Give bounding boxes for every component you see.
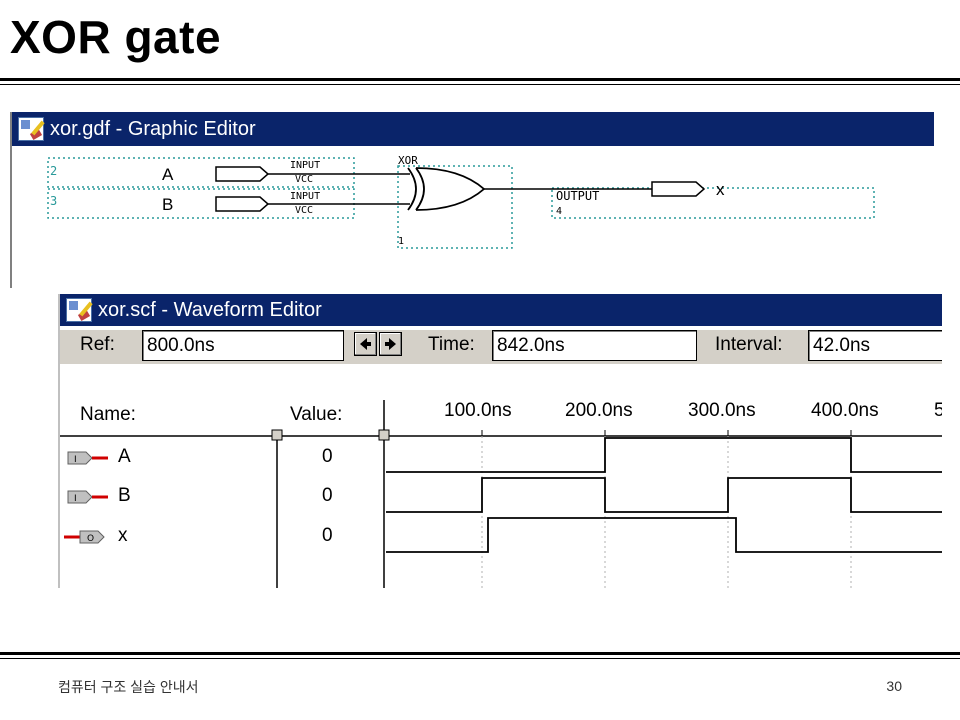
input-name-b: B: [162, 195, 173, 214]
graphic-editor-title: xor.gdf - Graphic Editor: [50, 117, 256, 140]
arrow-left-icon: [360, 338, 371, 350]
signal-x-direction: O: [87, 534, 94, 544]
input-pin-a-symbol[interactable]: [215, 166, 270, 182]
xor-gate-symbol[interactable]: [407, 167, 486, 211]
time-tick-300: 300.0ns: [688, 400, 756, 421]
gate-pin-out: 4: [556, 206, 562, 217]
time-tick-500: 5: [934, 400, 942, 422]
waveform-area[interactable]: Name: Value: 100.0ns 200.0ns 300.0ns 400…: [60, 364, 942, 588]
ref-field[interactable]: 800.0ns: [142, 330, 344, 361]
pin-number-b: 3: [50, 194, 57, 208]
input-vcc-b: VCC: [295, 205, 313, 216]
input-type-a: INPUT: [290, 160, 320, 171]
output-pin-symbol[interactable]: [651, 181, 706, 197]
waveform-editor-app-icon[interactable]: [66, 298, 93, 322]
output-type: OUTPUT: [556, 189, 599, 203]
input-pin-icon[interactable]: I: [66, 448, 110, 468]
page-number: 30: [886, 678, 902, 694]
pin-number-a: 2: [50, 164, 57, 178]
signal-value-a: 0: [322, 446, 333, 467]
input-pin-icon[interactable]: I: [66, 487, 110, 507]
title-rule: [0, 78, 960, 81]
signal-name-a[interactable]: A: [118, 446, 131, 467]
signal-a-direction: I: [74, 455, 77, 465]
time-field[interactable]: 842.0ns: [492, 330, 697, 361]
graphic-editor-app-icon[interactable]: [18, 117, 45, 141]
gate-pin-in: 1: [398, 236, 404, 247]
waveform-control-row: Ref: 800.0ns Time: 842.0ns Interval: 42.…: [60, 330, 942, 364]
footer-rule: [0, 652, 960, 655]
gate-label: XOR: [398, 154, 418, 167]
waveform-a[interactable]: [386, 437, 942, 473]
arrow-right-icon: [385, 338, 396, 350]
signal-value-x: 0: [322, 525, 333, 546]
input-type-b: INPUT: [290, 191, 320, 202]
footer-rule-thin: [0, 658, 960, 659]
waveform-editor-titlebar[interactable]: xor.scf - Waveform Editor: [60, 294, 942, 326]
signal-value-b: 0: [322, 485, 333, 506]
input-pin-b-symbol[interactable]: [215, 196, 270, 212]
name-column-header: Name:: [80, 404, 136, 425]
value-column-header: Value:: [290, 404, 343, 425]
signal-name-x[interactable]: x: [118, 525, 128, 546]
waveform-x[interactable]: [386, 517, 942, 553]
input-name-a: A: [162, 165, 174, 184]
slide-title: XOR gate: [10, 11, 222, 63]
signal-waveforms[interactable]: [60, 364, 942, 588]
next-transition-button[interactable]: [379, 332, 402, 356]
signal-name-b[interactable]: B: [118, 485, 131, 506]
graphic-editor-titlebar[interactable]: xor.gdf - Graphic Editor: [12, 112, 934, 146]
time-tick-100: 100.0ns: [444, 400, 512, 421]
prev-transition-button[interactable]: [354, 332, 377, 356]
waveform-editor-title: xor.scf - Waveform Editor: [98, 298, 322, 321]
time-tick-200: 200.0ns: [565, 400, 633, 421]
interval-field[interactable]: 42.0ns: [808, 330, 942, 361]
waveform-column-handle[interactable]: [378, 429, 390, 441]
graphic-editor-window[interactable]: xor.gdf - Graphic Editor 2 3 A B INPUT V…: [10, 112, 934, 288]
waveform-b[interactable]: [386, 477, 942, 513]
waveform-editor-window[interactable]: xor.scf - Waveform Editor Ref: 800.0ns T…: [58, 294, 942, 588]
footer-caption: 컴퓨터 구조 실습 안내서: [58, 679, 199, 695]
input-vcc-a: VCC: [295, 174, 313, 185]
schematic-canvas[interactable]: 2 3 A B INPUT VCC INPUT VCC XOR 1 OUTPUT…: [12, 146, 934, 288]
interval-label: Interval:: [715, 334, 783, 355]
title-rule-thin: [0, 84, 960, 85]
ref-label: Ref:: [80, 334, 115, 355]
time-label: Time:: [428, 334, 475, 355]
value-column-handle[interactable]: [271, 429, 283, 441]
signal-b-direction: I: [74, 494, 77, 504]
output-name: x: [716, 180, 725, 199]
output-pin-icon[interactable]: O: [62, 527, 110, 547]
time-tick-400: 400.0ns: [811, 400, 879, 421]
